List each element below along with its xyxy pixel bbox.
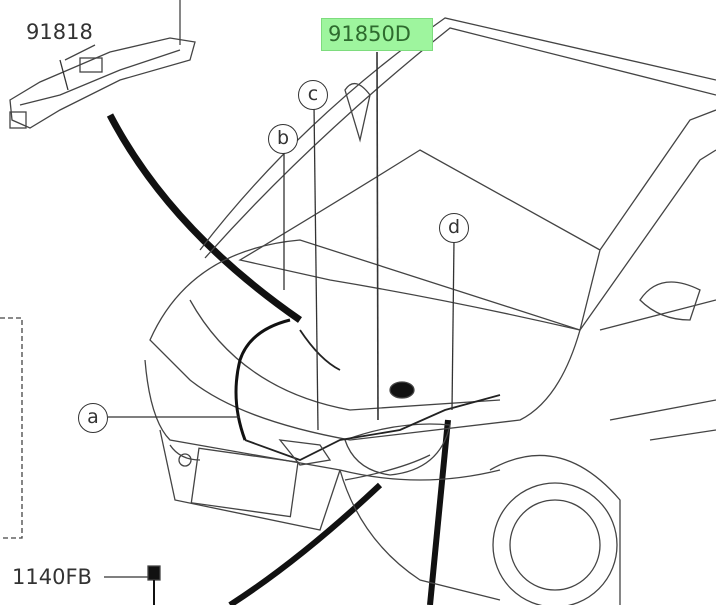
callout-d: d bbox=[439, 213, 469, 243]
part-number-91850D-highlight[interactable]: 91850D bbox=[321, 18, 433, 51]
callout-c: c bbox=[298, 80, 328, 110]
part-number-91850D[interactable]: 91850D bbox=[328, 22, 411, 46]
part-91818-drawing bbox=[9, 0, 196, 129]
callout-a: a bbox=[78, 403, 108, 433]
callout-b: b bbox=[268, 124, 298, 154]
part-number-1140FB[interactable]: 1140FB bbox=[12, 565, 92, 589]
part-number-91818[interactable]: 91818 bbox=[26, 20, 93, 44]
